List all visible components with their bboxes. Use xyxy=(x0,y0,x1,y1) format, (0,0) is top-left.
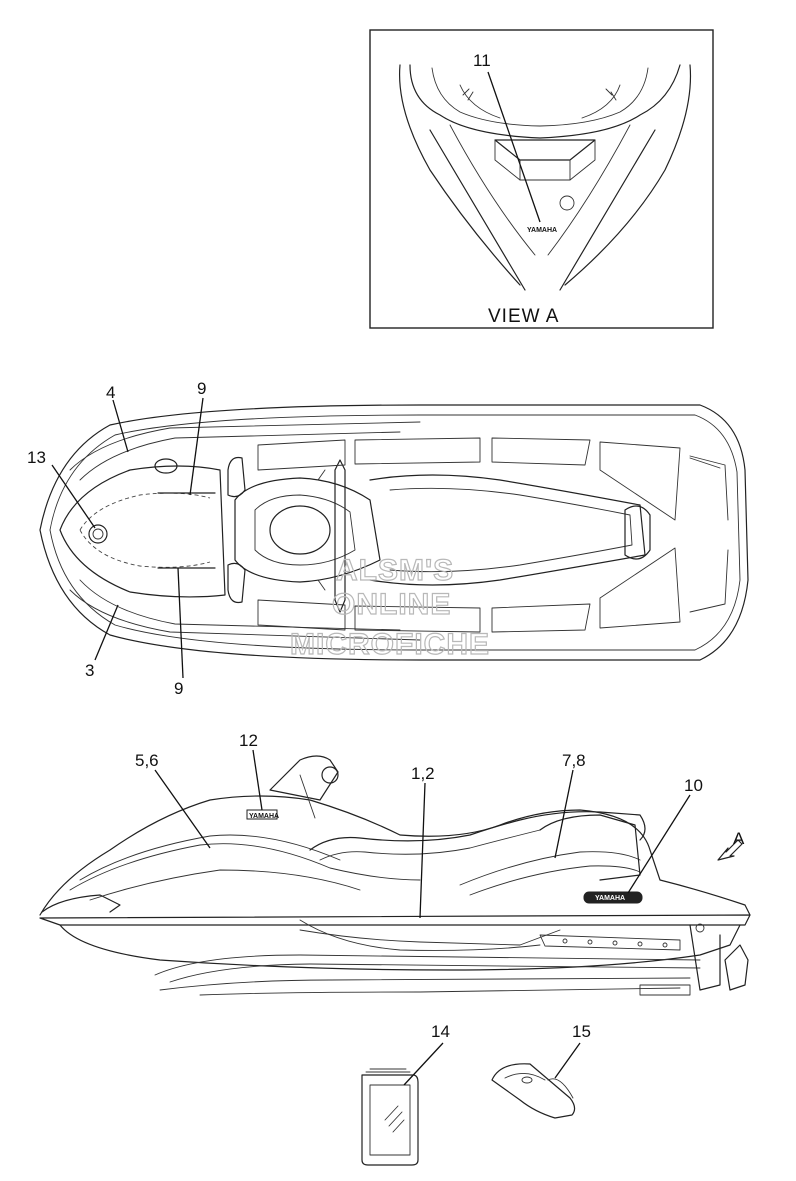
decal-10-text: YAMAHA xyxy=(595,895,625,902)
view-a-bow-drawing xyxy=(398,64,692,291)
view-a-arrow: A xyxy=(717,829,745,861)
callout-9-bottom-leader xyxy=(177,567,184,679)
callout-3-leader xyxy=(94,604,119,661)
callout-11: 11 xyxy=(473,51,491,70)
callout-9-bottom: 9 xyxy=(174,679,183,698)
watermark-line-3: MICROFICHE xyxy=(290,628,490,661)
callout-5-6-leader xyxy=(154,769,211,849)
side-view: YAMAHA YAMAHA 12 5,6 1,2 7,8 10 A xyxy=(39,731,751,996)
callout-4-leader xyxy=(112,399,129,453)
side-view-hull xyxy=(39,755,751,996)
callout-5-6: 5,6 xyxy=(135,751,159,770)
callout-10-leader xyxy=(627,794,691,894)
callout-9-top-leader xyxy=(189,397,204,496)
callout-9-top: 9 xyxy=(197,379,206,398)
callout-14-leader xyxy=(403,1042,444,1086)
view-a-label: VIEW A xyxy=(488,306,559,327)
callout-7-8: 7,8 xyxy=(562,751,586,770)
callout-15: 15 xyxy=(572,1022,591,1041)
watermark-line-2: ONLINE xyxy=(332,588,451,621)
callout-12: 12 xyxy=(239,731,258,750)
view-a-inset: YAMAHA 11 VIEW A xyxy=(369,29,714,329)
callout-11-leader xyxy=(487,71,541,223)
callout-13-leader xyxy=(51,464,96,529)
callout-1-2-leader xyxy=(419,782,426,919)
callout-13: 13 xyxy=(27,448,46,467)
view-a-frame xyxy=(369,29,714,329)
view-a-decal-text: YAMAHA xyxy=(527,227,557,234)
callout-10: 10 xyxy=(684,776,703,795)
loose-parts: 14 15 xyxy=(361,1022,591,1166)
top-view: 4 9 13 3 9 xyxy=(27,379,749,698)
watermark-line-1: ALSM'S xyxy=(336,554,454,587)
callout-4: 4 xyxy=(106,383,115,402)
part-14-manual-pouch xyxy=(361,1068,419,1166)
view-a-arrow-label: A xyxy=(733,829,745,848)
decal-12-text: YAMAHA xyxy=(249,813,279,820)
decal-10 xyxy=(583,891,643,904)
callout-12-leader xyxy=(252,749,263,811)
top-view-hull xyxy=(39,404,749,661)
callout-3: 3 xyxy=(85,661,94,680)
callout-7-8-leader xyxy=(554,769,574,859)
part-15-pouch xyxy=(491,1063,576,1119)
callout-1-2: 1,2 xyxy=(411,764,435,783)
callout-14: 14 xyxy=(431,1022,450,1041)
callout-15-leader xyxy=(554,1042,581,1079)
watermark: ALSM'S ONLINE MICROFICHE xyxy=(289,553,490,661)
